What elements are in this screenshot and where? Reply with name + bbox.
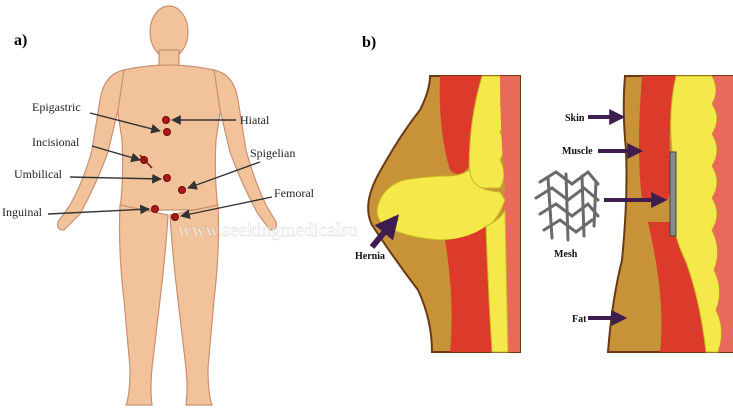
hernia-site-labels: Epigastric Hiatal Incisional Spigelian U… [2, 100, 315, 219]
body-right-arm [213, 69, 277, 231]
label-hiatal: Hiatal [240, 113, 270, 127]
mesh-implant [669, 151, 677, 237]
leader-spigelian [187, 161, 261, 190]
lower-muscle-layer [445, 226, 492, 352]
label-femoral: Femoral [274, 186, 315, 200]
repair-upper-muscle [639, 76, 676, 200]
label-spigelian: Spigelian [250, 146, 295, 160]
label-incisional: Incisional [32, 135, 80, 149]
repair-arrows [588, 109, 668, 326]
panel-b: b) Hernia [355, 34, 733, 353]
marker-epigastric [163, 128, 171, 136]
body-torso [115, 64, 223, 211]
repair-labels: Skin Muscle Mesh Fat [554, 113, 593, 325]
panel-b-label: b) [362, 34, 376, 51]
human-body-figure [57, 5, 277, 406]
skin-label: Skin [565, 113, 585, 124]
hernia-label: Hernia [355, 251, 385, 262]
marker-inguinal [151, 205, 159, 213]
body-left-leg [118, 204, 169, 406]
lower-fat-layer [485, 209, 509, 353]
mesh-label: Mesh [554, 249, 578, 260]
mesh-icon [534, 169, 600, 242]
hernia-arrow [369, 214, 400, 249]
hernia-cross-section [367, 75, 521, 353]
repair-deep-muscle-strip [712, 76, 733, 352]
fat-label: Fat [572, 314, 587, 325]
leader-umbilical [69, 173, 162, 184]
marker-spigelian [178, 186, 186, 194]
leader-inguinal [47, 204, 150, 215]
mesh-repair-cross-section [606, 75, 733, 353]
label-umbilical: Umbilical [14, 167, 63, 181]
leader-incisional [91, 145, 141, 163]
body-right-leg [169, 204, 220, 406]
marker-hiatal [162, 116, 170, 124]
leader-femoral [180, 196, 273, 219]
muscle-label: Muscle [562, 146, 593, 157]
marker-femoral [171, 213, 179, 221]
watermark-text: www.seekingmedicalsu [178, 220, 358, 241]
hernia-leader-lines [47, 112, 273, 219]
panel-a: a) [2, 5, 315, 406]
panel-a-label: a) [14, 32, 27, 49]
upper-muscle-layer [439, 76, 482, 174]
label-inguinal: Inguinal [2, 205, 43, 219]
repair-lower-muscle [648, 222, 706, 352]
body-left-arm [57, 69, 125, 231]
incision-mark [139, 154, 153, 169]
label-epigastric: Epigastric [32, 100, 81, 114]
marker-umbilical [163, 174, 171, 182]
leader-epigastric [89, 112, 161, 134]
